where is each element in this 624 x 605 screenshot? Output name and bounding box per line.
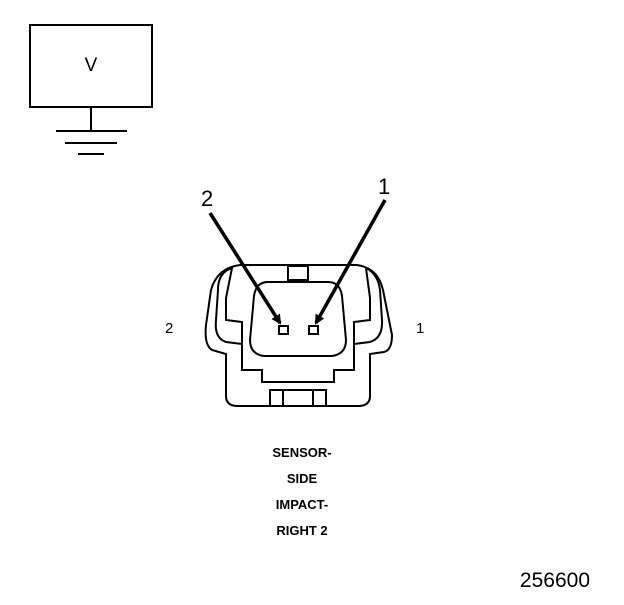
connector-lock-tab: [287, 265, 309, 281]
connector-inner-cavity: [248, 281, 348, 357]
figure-id: 256600: [519, 569, 590, 592]
voltmeter-label: V: [84, 55, 98, 76]
caption-line: SIDE: [286, 471, 318, 486]
connector-lower-step: [241, 344, 355, 383]
connector-left-rib: [214, 266, 243, 346]
connector-caption: SENSOR- SIDE IMPACT- RIGHT 2: [200, 446, 404, 550]
arrow-label-2: 2: [201, 186, 214, 211]
caption-line: SENSOR-: [272, 445, 332, 460]
caption-line: RIGHT 2: [276, 523, 328, 538]
terminal-2: [278, 325, 289, 335]
terminal-side-label-left: 2: [165, 320, 174, 337]
connector-right-rib: [353, 266, 384, 346]
connector-outer-shell: [204, 264, 394, 407]
arrow-to-terminal-1: [314, 199, 387, 325]
caption-line: IMPACT-: [275, 497, 329, 512]
arrow-to-terminal-2: [208, 212, 282, 325]
terminal-side-label-right: 1: [416, 320, 425, 337]
terminal-1: [308, 325, 319, 335]
arrow-label-1: 1: [378, 174, 391, 199]
connector-bottom-latch: [269, 389, 327, 407]
ground-icon: [56, 107, 127, 155]
connector-face: [204, 264, 394, 407]
